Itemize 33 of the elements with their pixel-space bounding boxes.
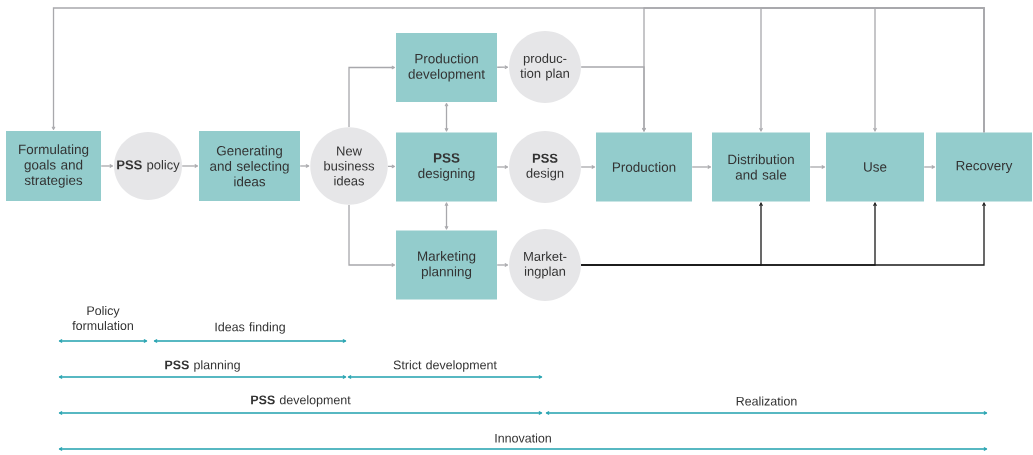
arrow (444, 102, 449, 132)
span-label: Ideas finding (215, 322, 285, 334)
arrow (580, 202, 986, 266)
arrow (299, 164, 310, 168)
arrow (496, 165, 509, 169)
span-label: Realization (736, 396, 797, 406)
arrow (181, 164, 199, 168)
process-box: Use (826, 132, 924, 202)
arrow (873, 7, 985, 133)
process-box: Production (596, 132, 692, 202)
process-box: Generating and selecting ideas (199, 131, 300, 201)
arrow (348, 204, 396, 267)
arrow (923, 165, 936, 169)
process-box: Recovery (936, 132, 1032, 202)
arrow (496, 263, 509, 267)
arrow (580, 165, 596, 169)
span-label: Strict development (393, 360, 497, 372)
arrow (348, 65, 396, 128)
arrow (496, 65, 509, 70)
arrow (100, 164, 114, 168)
span-label: PSS planning (165, 360, 240, 372)
span-label: Policy formulation (72, 305, 133, 331)
arrow (387, 164, 396, 169)
arrow (809, 165, 826, 169)
process-box: Marketing planning (396, 230, 497, 300)
process-box: Formulating goals and strategies (6, 131, 101, 201)
process-box: Production development (396, 33, 497, 102)
arrow (444, 202, 449, 230)
span-label: Innovation (495, 433, 551, 443)
process-box: PSS designing (396, 132, 497, 202)
process-box: Distribution and sale (712, 132, 810, 202)
span-label: PSS development (251, 395, 351, 407)
arrow (691, 165, 712, 169)
